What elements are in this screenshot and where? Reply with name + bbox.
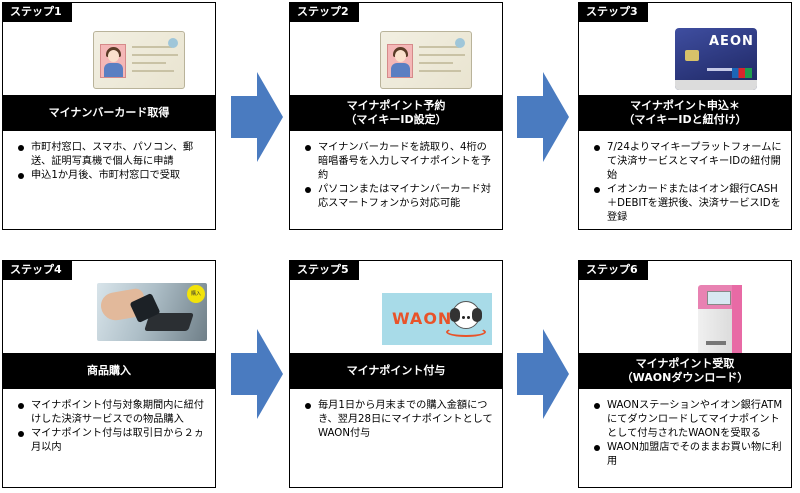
step-image: AEON (579, 25, 791, 95)
step-tag: ステップ5 (289, 260, 359, 280)
step-title: マイナンバーカード取得 (3, 95, 215, 131)
step-title: マイナポイント申込＊ （マイキーIDと紐付け） (579, 95, 791, 131)
atm-icon (698, 285, 742, 355)
bullet-item: WAONステーションやイオン銀行ATMにてダウンロードしてマイナポイントとして付… (593, 399, 783, 441)
step-card-1: ステップ1 マイナンバーカード取得 市町村窓口、スマホ、パソコン、郵送、証明写真… (2, 2, 216, 230)
step-image (579, 283, 791, 355)
step-bullets: WAONステーションやイオン銀行ATMにてダウンロードしてマイナポイントとして付… (593, 399, 783, 469)
bullet-item: イオンカードまたはイオン銀行CASH＋DEBITを選択後、決済サービスIDを登録 (593, 183, 783, 225)
step-title: マイナポイント予約 （マイキーID設定） (290, 95, 502, 131)
bullet-item: マイナンバーカードを読取り、4桁の暗唱番号を入力しマイナポイントを予約 (304, 141, 494, 183)
bullet-item: 毎月1日から月末までの購入金額につき、翌月28日にマイナポイントとしてWAON付… (304, 399, 494, 441)
step-image (290, 25, 502, 95)
step-image: WAON (290, 283, 502, 353)
step-card-4: ステップ4 購入 商品購入 マイナポイント付与対象期間内に紐付けした決済サービス… (2, 260, 216, 488)
step-card-5: ステップ5 WAON マイナポイント付与 毎月1日から月末までの購入金額につき、… (289, 260, 503, 488)
step-card-2: ステップ2 マイナポイント予約 （マイキーID設定） マイナンバーカードを読取り… (289, 2, 503, 230)
bullet-item: マイナポイント付与は取引日から２ヵ月以内 (17, 427, 207, 455)
step-tag: ステップ1 (2, 2, 72, 22)
right-arrow-icon (231, 72, 283, 162)
step-title: マイナポイント付与 (290, 353, 502, 389)
step-card-3: ステップ3 AEON マイナポイント申込＊ （マイキーIDと紐付け） 7/24よ… (578, 2, 792, 230)
waon-logo: WAON (382, 293, 492, 345)
bullet-item: パソコンまたはマイナンバーカード対応スマートフォンから対応可能 (304, 183, 494, 211)
step-tag: ステップ2 (289, 2, 359, 22)
credit-card-icon: AEON (675, 28, 757, 90)
right-arrow-icon (231, 329, 283, 419)
step-bullets: マイナポイント付与対象期間内に紐付けした決済サービスでの物品購入 マイナポイント… (17, 399, 207, 455)
step-title: 商品購入 (3, 353, 215, 389)
step-title: マイナポイント受取 （WAONダウンロード） (579, 353, 791, 389)
bullet-item: 市町村窓口、スマホ、パソコン、郵送、証明写真機で個人毎に申請 (17, 141, 207, 169)
step-bullets: 市町村窓口、スマホ、パソコン、郵送、証明写真機で個人毎に申請 申込1か月後、市町… (17, 141, 207, 183)
step-tag: ステップ3 (578, 2, 648, 22)
right-arrow-icon (517, 329, 569, 419)
my-number-card-icon (380, 31, 472, 89)
step-bullets: マイナンバーカードを読取り、4桁の暗唱番号を入力しマイナポイントを予約 パソコン… (304, 141, 494, 211)
step-tag: ステップ6 (578, 260, 648, 280)
my-number-card-icon (93, 31, 185, 89)
step-bullets: 7/24よりマイキープラットフォームにて決済サービスとマイキーIDの紐付開始 イ… (593, 141, 783, 225)
step-image: 購入 (3, 283, 215, 353)
bullet-item: 7/24よりマイキープラットフォームにて決済サービスとマイキーIDの紐付開始 (593, 141, 783, 183)
step-image (3, 25, 215, 95)
bullet-item: マイナポイント付与対象期間内に紐付けした決済サービスでの物品購入 (17, 399, 207, 427)
payment-photo: 購入 (97, 283, 207, 341)
step-card-6: ステップ6 マイナポイント受取 （WAONダウンロード） WAONステーションや… (578, 260, 792, 488)
step-bullets: 毎月1日から月末までの購入金額につき、翌月28日にマイナポイントとしてWAON付… (304, 399, 494, 441)
right-arrow-icon (517, 72, 569, 162)
step-tag: ステップ4 (2, 260, 72, 280)
bullet-item: 申込1か月後、市町村窓口で受取 (17, 169, 207, 183)
bullet-item: WAON加盟店でそのままお買い物に利用 (593, 441, 783, 469)
